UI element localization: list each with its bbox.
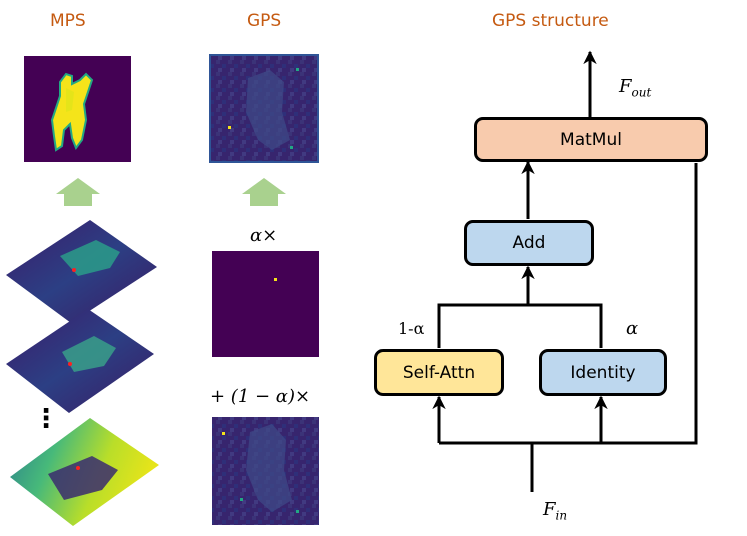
alpha-times-label: α× — [250, 225, 278, 246]
identity-box: Identity — [539, 349, 667, 396]
mps-output-map — [24, 56, 131, 162]
identity-label: Identity — [570, 362, 636, 383]
mps-up-arrow — [56, 178, 100, 206]
self-attn-box: Self-Attn — [374, 349, 504, 396]
f-out-label: Fout — [619, 76, 652, 100]
gps-identity-map-peak — [274, 278, 277, 281]
weight-alpha: α — [626, 318, 639, 339]
gps-attention-map — [212, 417, 319, 525]
structure-connectors — [432, 50, 698, 492]
f-in-label: Fin — [543, 499, 568, 523]
stack-ellipsis: ⋮ — [33, 404, 59, 434]
mps-map-stack — [6, 220, 159, 526]
weight-one-minus-alpha: 1-α — [398, 319, 425, 338]
self-attn-label: Self-Attn — [402, 362, 476, 383]
gps-structure-title: GPS structure — [492, 11, 609, 31]
one-minus-alpha-times-label: + (1 − α)× — [210, 386, 311, 407]
add-box: Add — [464, 220, 594, 266]
matmul-box: MatMul — [474, 117, 708, 162]
gps-title: GPS — [247, 11, 282, 31]
add-label: Add — [512, 233, 546, 253]
matmul-label: MatMul — [560, 129, 622, 150]
gps-up-arrow — [242, 178, 286, 206]
gps-identity-map — [212, 251, 319, 357]
gps-output-map — [209, 54, 319, 163]
mps-title: MPS — [50, 11, 86, 31]
